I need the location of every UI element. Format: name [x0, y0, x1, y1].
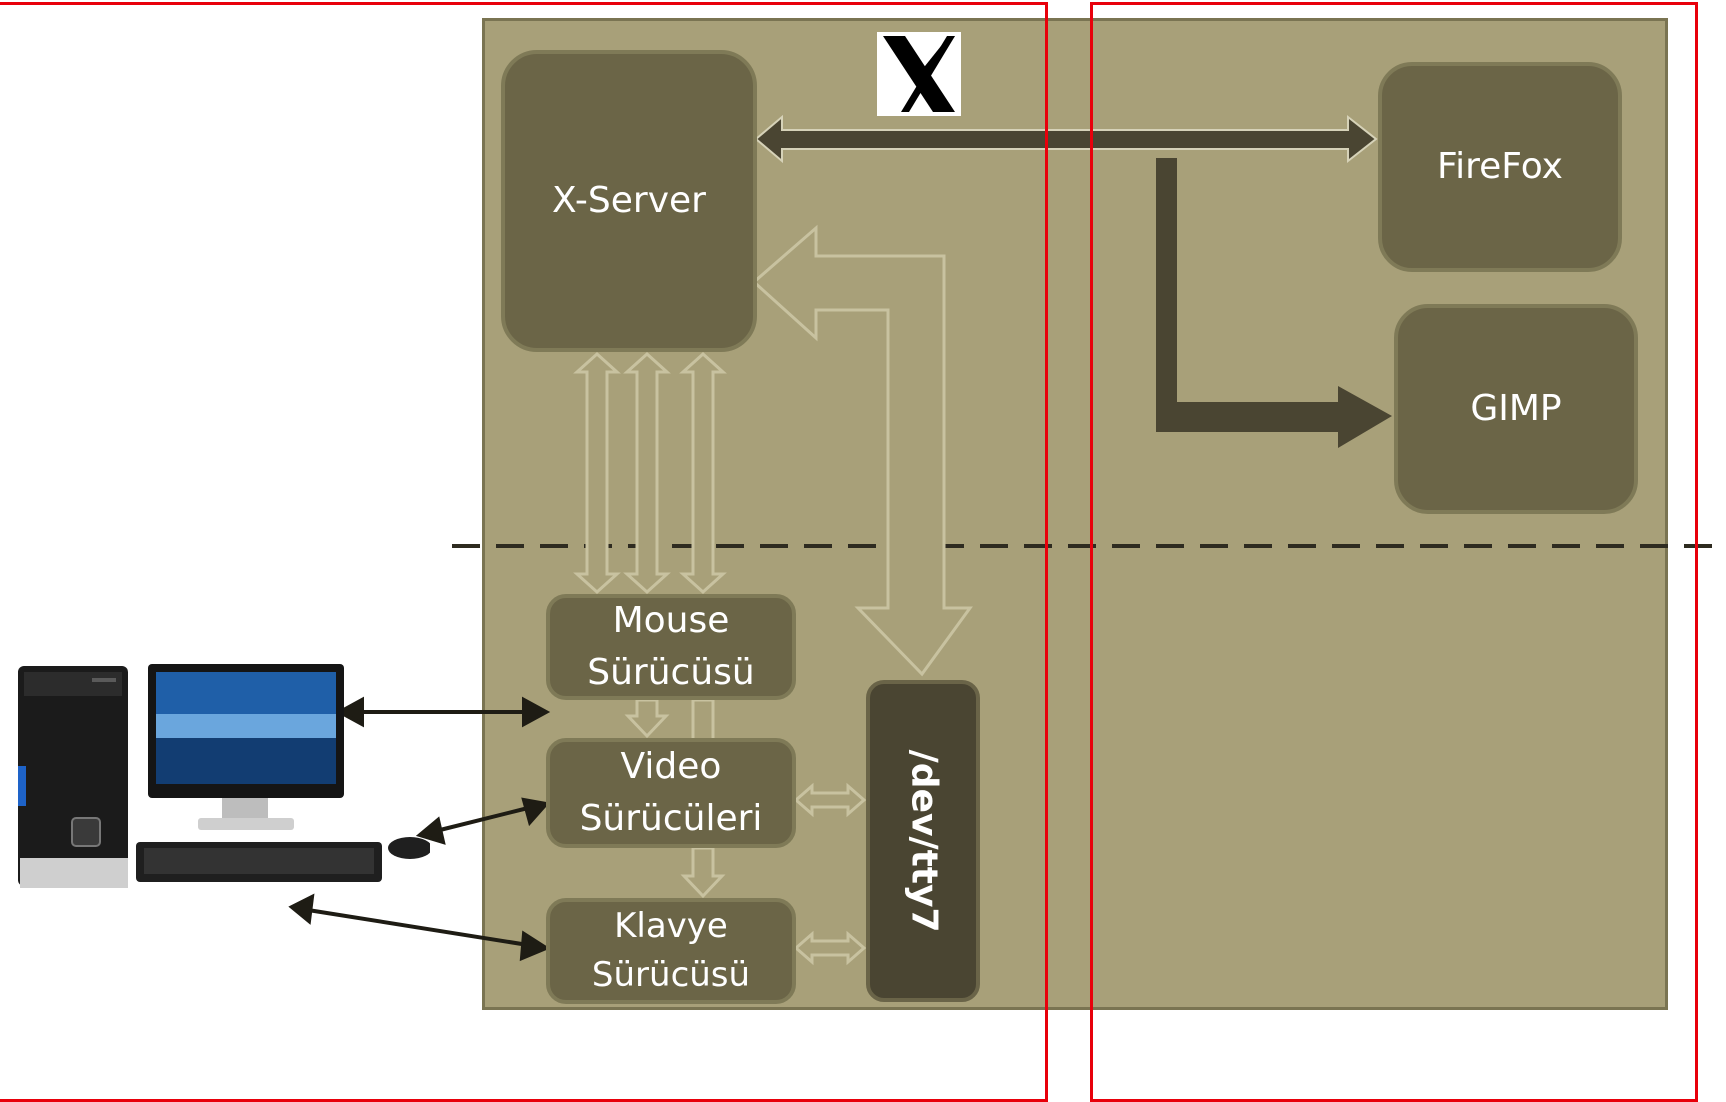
right-highlight-frame: [1090, 2, 1698, 1102]
left-highlight-frame: [0, 2, 1048, 1102]
